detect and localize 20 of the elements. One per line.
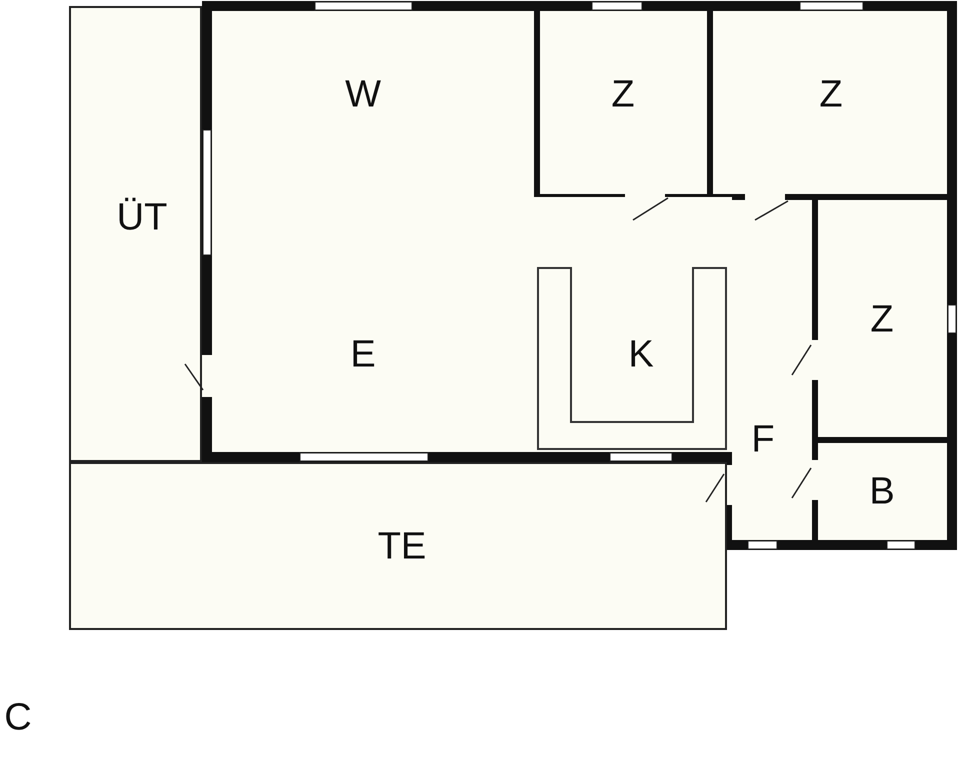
- room: [818, 443, 947, 540]
- room-label: K: [628, 334, 654, 376]
- room-label: ÜT: [116, 196, 168, 240]
- room-label: E: [350, 334, 376, 376]
- panel-letter: C: [4, 696, 32, 740]
- room-label: TE: [378, 526, 426, 568]
- room: [818, 200, 947, 437]
- outdoor-area: [69, 6, 202, 462]
- hallway: [732, 200, 812, 540]
- room: [540, 11, 707, 194]
- room: [212, 11, 534, 197]
- room-label: B: [869, 470, 895, 514]
- room-label: F: [751, 418, 775, 462]
- room: [713, 11, 947, 194]
- terrace: [69, 462, 727, 630]
- kitchen-counter: [537, 267, 727, 450]
- room-label: W: [345, 74, 381, 116]
- room-label: Z: [819, 74, 843, 116]
- room-label: Z: [870, 298, 894, 342]
- room-label: Z: [611, 74, 635, 116]
